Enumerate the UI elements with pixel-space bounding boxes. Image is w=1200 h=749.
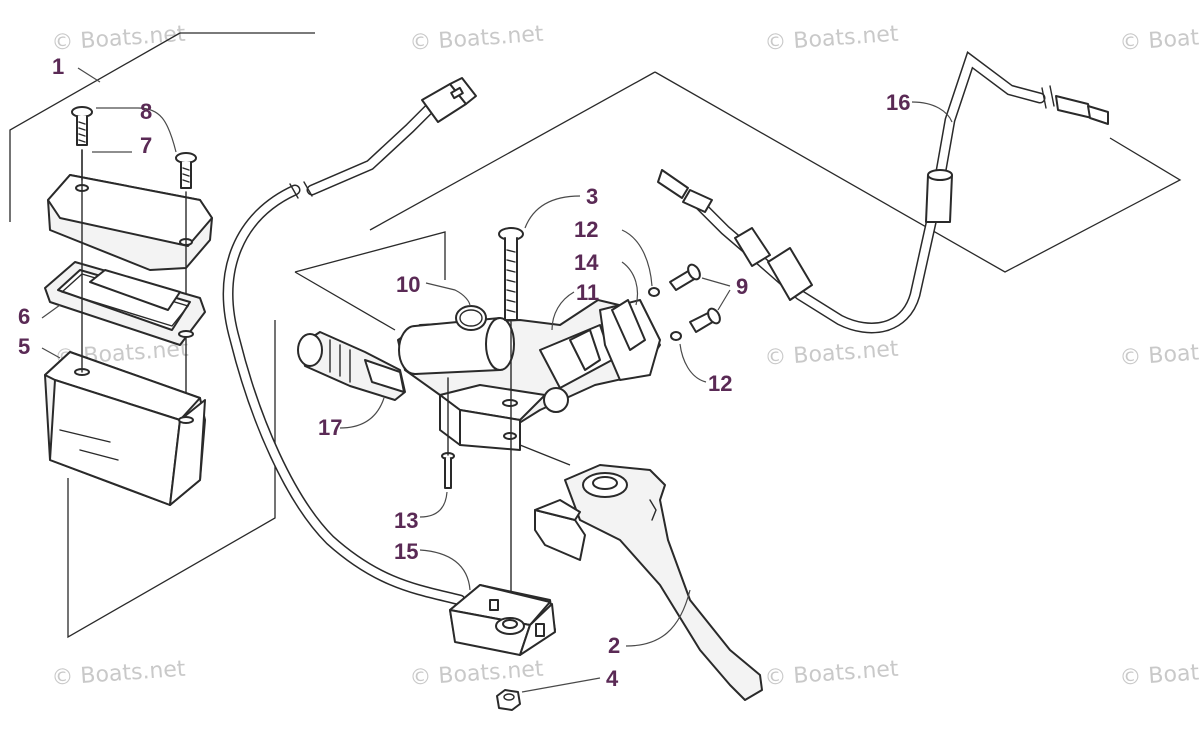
o-ring	[455, 305, 487, 331]
callout-13: 13	[394, 508, 418, 533]
callout-17: 17	[318, 415, 342, 440]
watermark: © Boats.net	[1119, 22, 1200, 56]
watermark: © Boats.net	[51, 22, 187, 56]
callout-16: 16	[886, 90, 910, 115]
callout-1: 1	[52, 54, 64, 79]
callout-9: 9	[736, 274, 748, 299]
callout-11: 11	[576, 280, 599, 305]
callout-labels: 1 2 3 4 5 6 7 8 9 10 11 12 12 13 14 15 1…	[18, 54, 910, 691]
callout-7: 7	[140, 133, 152, 158]
reservoir-body	[44, 149, 206, 506]
lock-nut	[496, 689, 521, 711]
callout-12-lower: 12	[708, 371, 732, 396]
watermark: © Boats.net	[764, 657, 900, 691]
watermark: © Boats.net	[764, 337, 900, 371]
callout-5: 5	[18, 334, 30, 359]
callout-12-upper: 12	[574, 217, 598, 242]
watermark: © Boats.net	[409, 22, 545, 56]
assembly-frame-lines	[9, 32, 1182, 639]
master-cylinder	[397, 299, 661, 451]
callout-15: 15	[394, 539, 418, 564]
callout-14: 14	[574, 250, 599, 275]
callout-8: 8	[140, 99, 152, 124]
reservoir-cap	[47, 174, 213, 271]
watermark: © Boats.net	[764, 22, 900, 56]
light-switch	[449, 584, 556, 656]
diaphragm	[44, 261, 206, 346]
watermark: © Boats.net	[51, 657, 187, 691]
callout-4: 4	[606, 666, 619, 691]
clamp-screws	[648, 263, 721, 341]
switch-screw	[441, 377, 455, 489]
callout-leaders	[41, 67, 953, 693]
brake-switch	[297, 331, 406, 401]
callout-2: 2	[608, 633, 620, 658]
watermark: © Boats.net	[1119, 657, 1200, 691]
brake-line	[657, 51, 1109, 334]
callout-6: 6	[18, 304, 30, 329]
watermark: © Boats.net	[1119, 337, 1200, 371]
callout-3: 3	[586, 184, 598, 209]
watermark: © Boats.net	[409, 657, 545, 691]
callout-10: 10	[396, 272, 420, 297]
mount-screw	[498, 227, 524, 641]
brake-lever	[534, 464, 763, 701]
switch-harness	[222, 77, 477, 606]
